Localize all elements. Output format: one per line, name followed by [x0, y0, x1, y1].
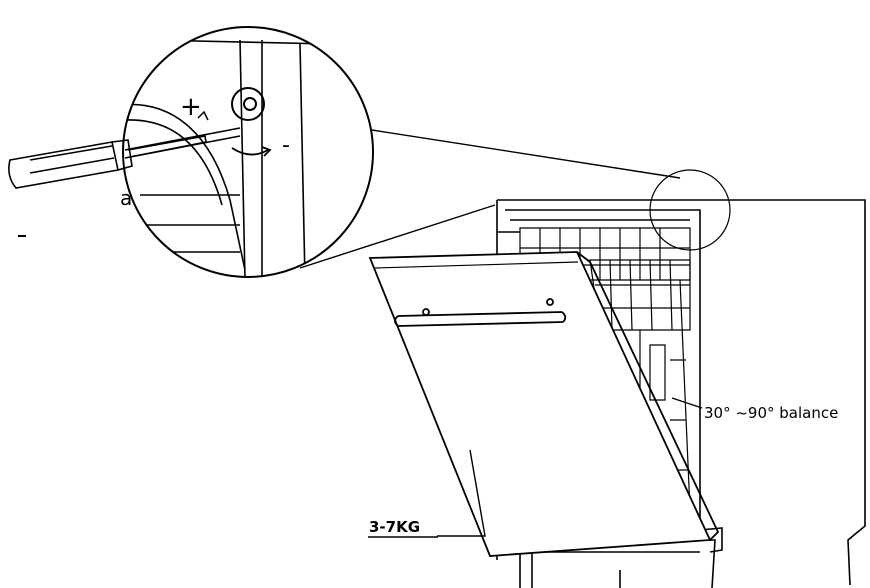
door-curve — [123, 103, 246, 271]
angle-balance-label: 30° ~90° balance — [704, 404, 838, 422]
door-frame-line — [239, 39, 306, 277]
rotate-arrow-icon — [231, 147, 269, 156]
door-weight-label: 3-7KG — [369, 518, 420, 536]
minus-label: - — [282, 133, 290, 158]
magnifier-detail — [8, 26, 374, 278]
door-handle — [394, 311, 567, 327]
magnifier-circle — [122, 26, 374, 278]
annotations — [437, 397, 703, 537]
door-panel — [368, 251, 712, 557]
balance-leader-line — [671, 397, 703, 409]
spring-rod — [124, 127, 241, 159]
adjustment-knob — [231, 87, 265, 121]
weight-leader-line — [437, 449, 486, 537]
plus-label: + — [180, 92, 202, 122]
screwdriver-callout-label: a — [120, 186, 132, 210]
screwdriver-icon — [8, 135, 207, 189]
kick-plate — [519, 539, 716, 588]
open-door — [368, 251, 720, 557]
